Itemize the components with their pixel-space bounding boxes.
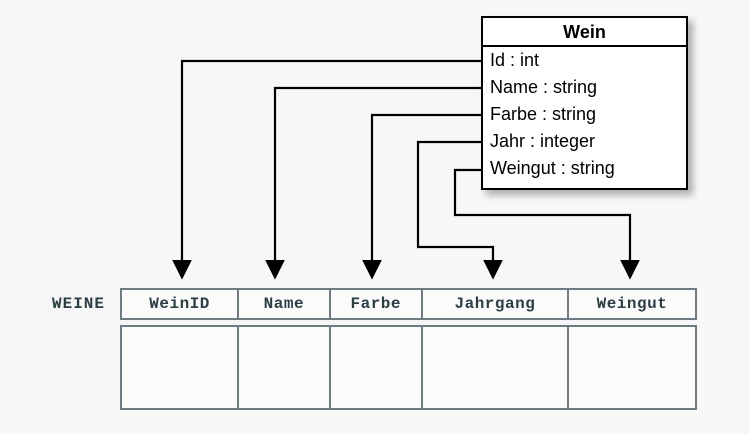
- table-column-header-jahrgang[interactable]: Jahrgang: [423, 290, 569, 318]
- table-column-header-weinid[interactable]: WeinID: [122, 290, 240, 318]
- connector-farbe-to-farbe: [362, 113, 481, 280]
- table-cell-weinid[interactable]: [122, 327, 240, 408]
- connector-jahr-to-jahrgang: [416, 140, 503, 280]
- uml-class-box[interactable]: Wein Id : int Name : string Farbe : stri…: [481, 16, 688, 190]
- uml-attribute-id: Id : int: [490, 50, 540, 70]
- table-column-header-farbe[interactable]: Farbe: [331, 290, 423, 318]
- uml-attribute-list: Id : int Name : string Farbe : string Ja…: [483, 47, 686, 182]
- connector-id-to-weinid: [172, 59, 481, 280]
- uml-attribute-jahr: Jahr : integer: [490, 131, 596, 151]
- table-cell-weingut[interactable]: [569, 327, 695, 408]
- relational-table: WeinID Name Farbe Jahrgang Weingut: [120, 288, 697, 410]
- uml-attribute-weingut: Weingut : string: [490, 158, 615, 178]
- table-header-row: WeinID Name Farbe Jahrgang Weingut: [120, 288, 697, 320]
- connector-name-to-name: [265, 86, 481, 280]
- uml-attribute-farbe: Farbe : string: [490, 104, 597, 124]
- table-row: [120, 325, 697, 410]
- table-cell-farbe[interactable]: [331, 327, 423, 408]
- uml-attribute-name: Name : string: [490, 77, 598, 97]
- connector-weingut-to-weingut: [453, 168, 640, 280]
- table-name-label: WEINE: [52, 295, 106, 313]
- table-column-header-weingut[interactable]: Weingut: [596, 295, 668, 313]
- table-cell-jahrgang[interactable]: [423, 327, 569, 408]
- table-cell-name[interactable]: [239, 327, 331, 408]
- uml-class-name: Wein: [483, 18, 686, 47]
- table-column-header-name[interactable]: Name: [239, 290, 331, 318]
